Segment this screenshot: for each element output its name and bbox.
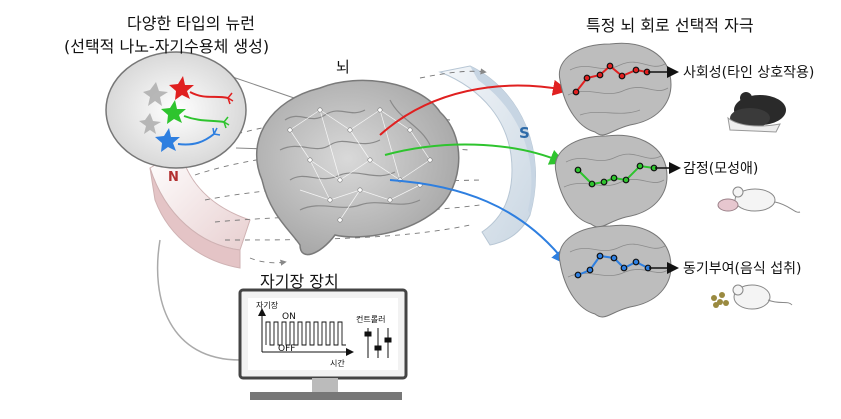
field-axis-label: 자기장 bbox=[256, 301, 279, 310]
controller-sliders bbox=[364, 328, 392, 358]
controller-label: 컨트롤러 bbox=[356, 315, 386, 324]
output-social-label: 사회성(타인 상호작용) bbox=[683, 65, 815, 81]
magnetic-device-monitor bbox=[238, 288, 408, 400]
magnet-south bbox=[438, 65, 536, 246]
mice-maternal-illustration bbox=[717, 186, 801, 213]
blue-neuron bbox=[155, 127, 221, 152]
off-label: OFF bbox=[278, 344, 296, 354]
on-label: ON bbox=[282, 312, 296, 322]
brain-label: 뇌 bbox=[336, 58, 350, 76]
time-axis-label: 시간 bbox=[330, 359, 345, 368]
central-brain bbox=[256, 79, 460, 256]
neuron-subtitle: (선택적 나노-자기수용체 생성) bbox=[64, 37, 270, 56]
device-cable bbox=[156, 239, 241, 361]
small-brain-motivation bbox=[558, 224, 679, 318]
mice-social-illustration bbox=[727, 92, 786, 133]
magnet-north-label: N bbox=[168, 170, 179, 185]
output-emotion-label: 감정(모성애) bbox=[683, 161, 759, 177]
magnet-south-label: S bbox=[519, 124, 530, 142]
mouse-food-illustration bbox=[711, 284, 793, 310]
neuron-title: 다양한 타입의 뉴런 bbox=[127, 14, 255, 33]
small-brain-social bbox=[558, 42, 679, 136]
circuit-arrows bbox=[379, 79, 569, 266]
pulse-waveform bbox=[265, 321, 346, 346]
circuit-title: 특정 뇌 회로 선택적 자극 bbox=[586, 16, 754, 35]
small-brain-emotion bbox=[554, 134, 681, 228]
green-neuron bbox=[161, 100, 230, 129]
red-neuron bbox=[169, 76, 234, 105]
output-motivation-label: 동기부여(음식 섭취) bbox=[683, 261, 802, 277]
device-title: 자기장 장치 bbox=[260, 272, 339, 291]
magnet-north bbox=[149, 149, 251, 269]
